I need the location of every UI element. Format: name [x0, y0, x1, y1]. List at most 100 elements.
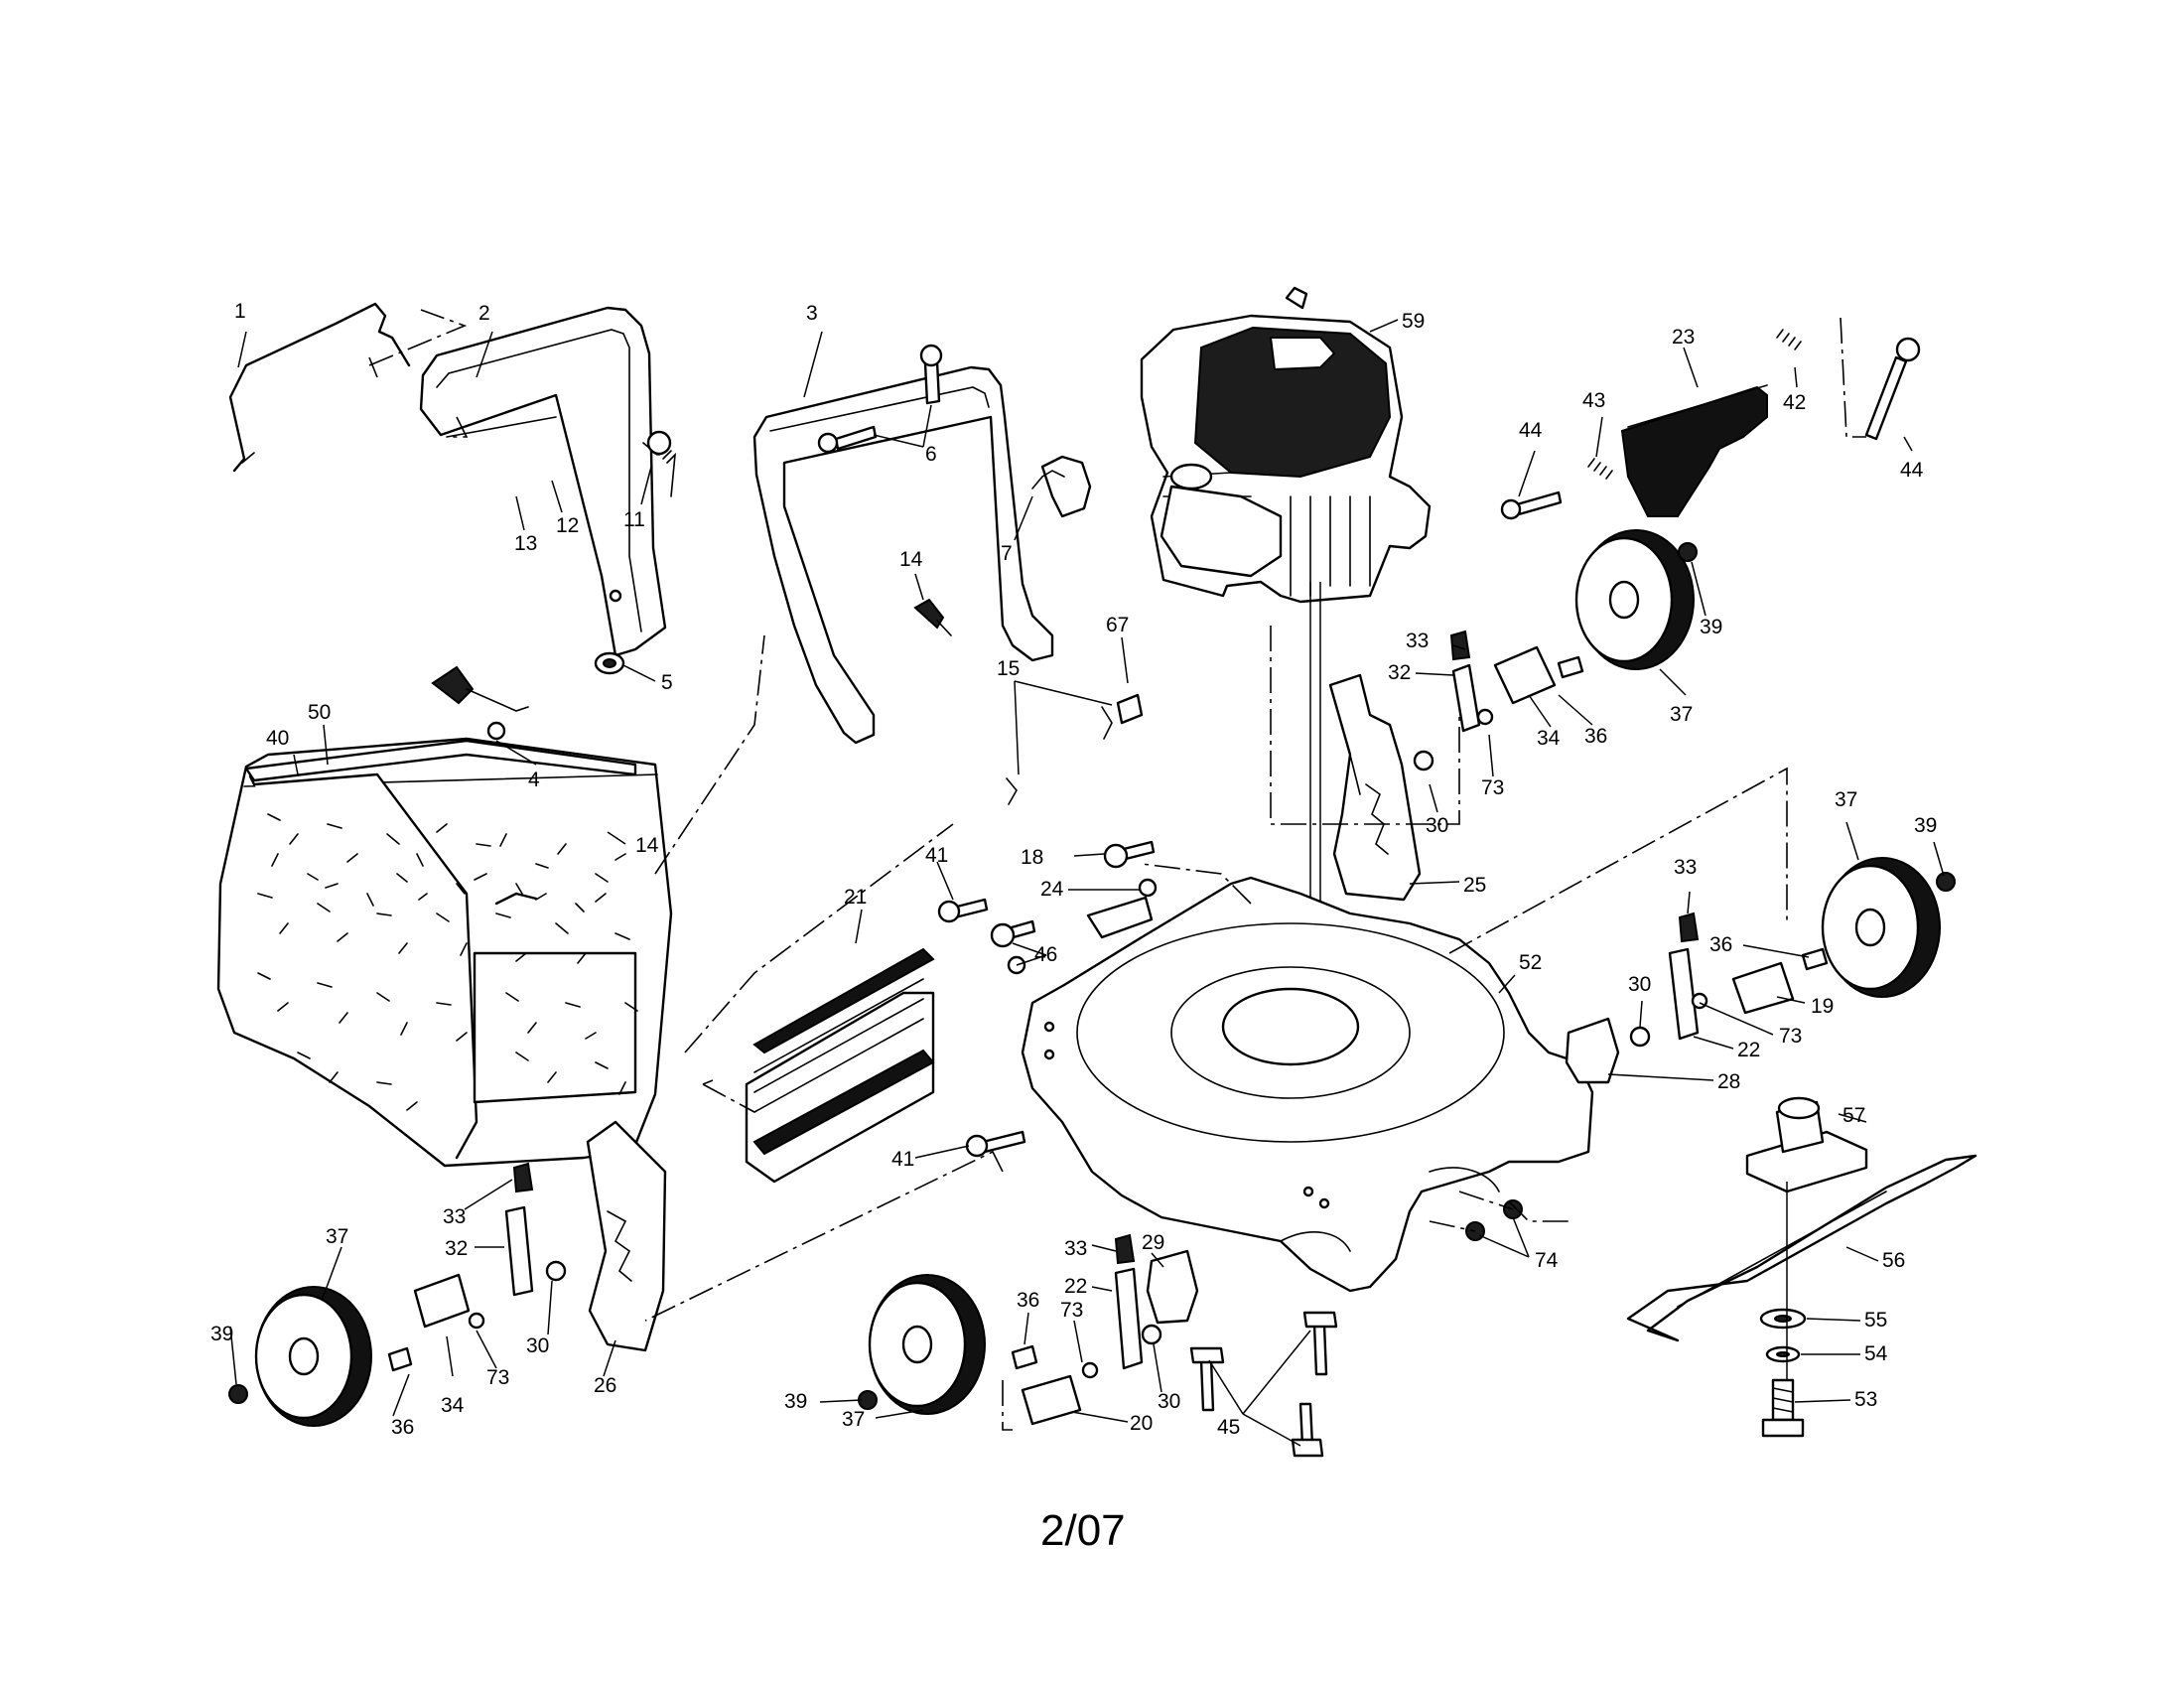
callout-4: 4: [528, 769, 540, 791]
height-adjuster-26: [586, 1120, 667, 1352]
callout-3: 3: [806, 302, 818, 325]
callout-37-upper: 37: [1670, 703, 1693, 726]
callout-6: 6: [925, 443, 937, 466]
control-bar-part: [228, 302, 468, 473]
callout-43: 43: [1582, 389, 1605, 412]
callout-52: 52: [1519, 951, 1542, 974]
callout-21: 21: [844, 886, 867, 909]
callout-36-right: 36: [1709, 933, 1732, 956]
callout-14-lower: 14: [635, 834, 659, 857]
mower-deck-part: [1021, 876, 1594, 1293]
wheel-37-right: [1821, 857, 1941, 998]
upper-handle-part: [419, 306, 667, 657]
callout-7: 7: [1001, 542, 1013, 565]
bolts-45-74: [1189, 1191, 1523, 1458]
bolts-18-24-41-46: [937, 840, 1158, 1158]
callout-59: 59: [1402, 310, 1425, 333]
callout-36-upper: 36: [1584, 725, 1607, 748]
blade-adapter-57: [1745, 1096, 1868, 1193]
hardware-cluster-right: [1629, 912, 1829, 1048]
rear-flap-23: [1620, 384, 1768, 517]
callout-32-lower-left: 32: [445, 1237, 468, 1260]
callout-41-lower: 41: [891, 1148, 914, 1171]
date-code: 2/07: [1040, 1506, 1126, 1555]
callout-20: 20: [1130, 1412, 1153, 1435]
spring-42-43: [1587, 317, 1866, 480]
callout-39-lower-left: 39: [210, 1323, 233, 1345]
callout-53: 53: [1854, 1388, 1877, 1411]
callout-33-lower-left: 33: [443, 1205, 466, 1228]
callout-36-lower-center: 36: [1017, 1289, 1039, 1312]
cable-clip-15: [1006, 693, 1144, 805]
callout-37-right: 37: [1835, 788, 1857, 811]
callout-73-lower-center: 73: [1060, 1299, 1083, 1322]
spacer-5: [594, 651, 625, 675]
callout-37-lower-left: 37: [326, 1225, 348, 1248]
callout-42: 42: [1783, 391, 1806, 414]
callout-30-upper: 30: [1426, 814, 1448, 837]
bracket-28: [1565, 1017, 1620, 1084]
callout-29: 29: [1142, 1231, 1164, 1254]
hardware-cluster-upper-right: [1413, 630, 1584, 772]
leader-lines: [229, 319, 1945, 1447]
callout-30-lower-center: 30: [1158, 1390, 1180, 1413]
callout-44-right: 44: [1900, 459, 1924, 482]
callout-12: 12: [556, 514, 579, 537]
callout-40: 40: [266, 727, 289, 750]
callout-54: 54: [1864, 1342, 1888, 1365]
callout-67: 67: [1106, 614, 1129, 636]
callout-33-right: 33: [1674, 856, 1697, 879]
wheel-37-lower-left: [254, 1286, 372, 1427]
callout-74: 74: [1535, 1249, 1559, 1272]
callout-5: 5: [661, 671, 673, 694]
callout-22-right: 22: [1737, 1039, 1760, 1061]
callout-73-right: 73: [1779, 1025, 1802, 1048]
callout-1: 1: [234, 300, 246, 323]
callout-34-upper: 34: [1537, 727, 1561, 750]
baffle-21: [702, 947, 935, 1184]
callout-30-lower-left: 30: [526, 1334, 549, 1357]
wheel-nuts-39: [228, 542, 1956, 1410]
callout-73-upper: 73: [1481, 776, 1504, 799]
hardware-cluster-lower-left: [387, 1162, 567, 1372]
blade-bolt-53: [1761, 1378, 1805, 1438]
callout-33-upper: 33: [1406, 630, 1429, 652]
callout-33-lower-center: 33: [1064, 1237, 1087, 1260]
handle-knob-4: [431, 665, 529, 741]
callout-34-lower-left: 34: [441, 1394, 465, 1417]
callout-36-lower-left: 36: [391, 1416, 414, 1439]
callout-57: 57: [1843, 1104, 1865, 1127]
wheel-37-upper-right: [1574, 529, 1695, 670]
callout-55: 55: [1864, 1309, 1887, 1332]
washers-54-55: [1759, 1308, 1807, 1363]
callout-39-upper: 39: [1700, 616, 1722, 638]
exploded-guide-lines: [368, 356, 1788, 1431]
callout-19: 19: [1811, 995, 1834, 1018]
callout-45: 45: [1217, 1416, 1240, 1439]
callout-14-upper: 14: [899, 548, 923, 571]
callout-39-right: 39: [1914, 814, 1937, 837]
callout-18: 18: [1021, 846, 1043, 869]
callout-2: 2: [478, 302, 490, 325]
callout-25: 25: [1463, 874, 1486, 897]
callout-28: 28: [1717, 1070, 1740, 1093]
bracket-29: [1146, 1249, 1199, 1325]
blade-56: [1626, 1154, 1978, 1342]
callout-23: 23: [1672, 326, 1695, 349]
callout-11: 11: [623, 508, 645, 531]
callout-32-upper: 32: [1388, 661, 1411, 684]
callout-50: 50: [308, 701, 331, 724]
bolts-6: [817, 344, 943, 454]
callout-labels: 1 2 3 59 23 42 44 43 44 6 13 12 11 7 14 …: [210, 300, 1937, 1439]
height-adjuster-25: [1328, 673, 1422, 902]
engine-part: [1140, 286, 1432, 1112]
spring-11: [642, 430, 677, 497]
callout-44-left: 44: [1519, 419, 1543, 442]
callout-22-lower-center: 22: [1064, 1275, 1087, 1298]
rod-44-right: [1864, 337, 1921, 441]
grass-bag-part: [216, 737, 673, 1168]
hardware-cluster-lower-center: [1011, 1233, 1162, 1426]
handle-knob-14-upper: [913, 598, 952, 636]
callout-39-lower-center: 39: [784, 1390, 807, 1413]
